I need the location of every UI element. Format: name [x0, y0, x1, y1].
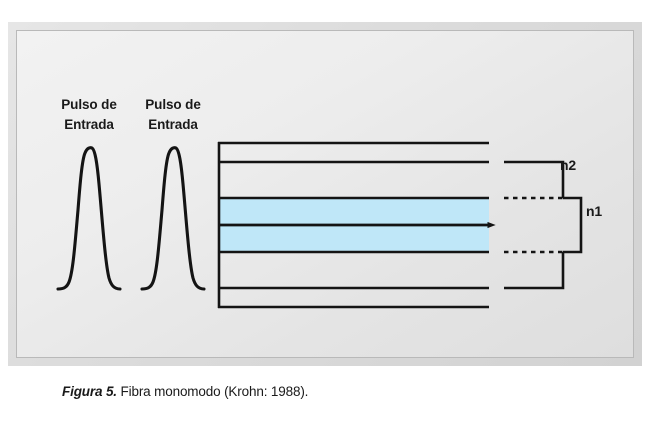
fiber-diagram [217, 141, 583, 309]
caption-figure-number: Figura 5. [62, 384, 117, 399]
index-bracket-core [563, 196, 583, 254]
index-label-cladding: n2 [560, 157, 576, 173]
diagram-stage: Pulso de Entrada Pulso de Entrada [17, 31, 633, 357]
figure-inner-panel: Pulso de Entrada Pulso de Entrada [16, 30, 634, 358]
pulse-waveform-left-icon [56, 146, 122, 291]
figure-frame: Pulso de Entrada Pulso de Entrada [8, 22, 642, 366]
pulse-label-right: Pulso de Entrada [145, 97, 201, 132]
figure-caption: Figura 5. Fibra monomodo (Krohn: 1988). [62, 384, 308, 399]
caption-text: Fibra monomodo (Krohn: 1988). [116, 384, 309, 399]
index-bracket-lower [504, 252, 565, 290]
pulse-waveform-right-icon [140, 146, 206, 291]
pulse-label-left: Pulso de Entrada [61, 97, 117, 132]
index-bracket-upper [504, 160, 565, 198]
index-label-core: n1 [586, 203, 602, 219]
